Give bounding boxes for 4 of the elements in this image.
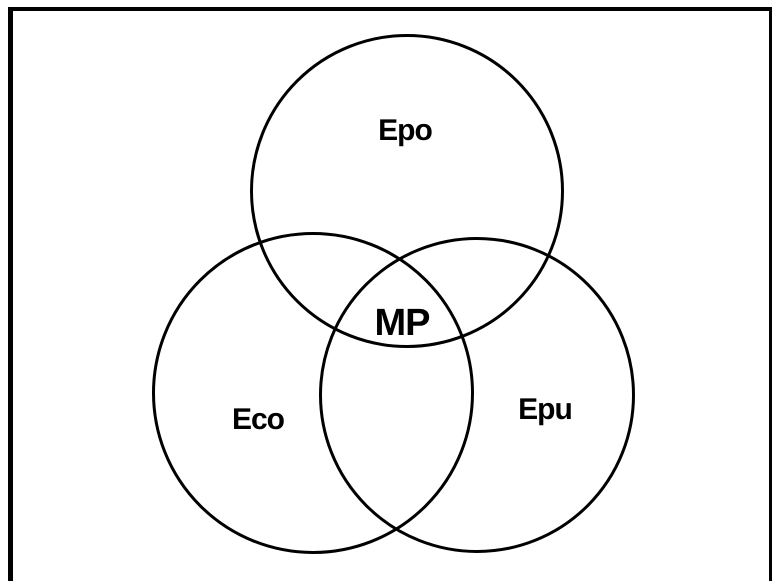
- intersection-label: MP: [374, 304, 430, 342]
- set-label: Eco: [232, 405, 284, 435]
- set-label: Epo: [378, 116, 432, 146]
- set-label: Epu: [518, 395, 572, 425]
